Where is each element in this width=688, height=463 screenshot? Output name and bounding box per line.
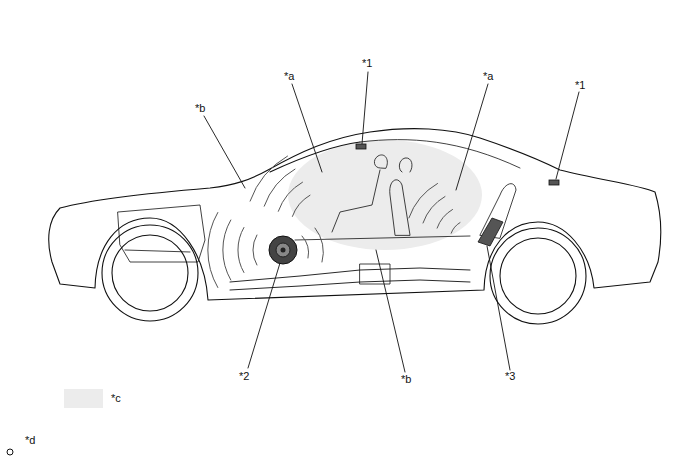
legend-label: *d: [25, 434, 35, 447]
callout-label: *1: [362, 57, 372, 70]
callout-label: *2: [239, 370, 249, 383]
callout-label: *1: [575, 79, 585, 92]
microphone: [549, 180, 559, 185]
front-wheel: [102, 225, 198, 321]
leader-lines: [204, 72, 579, 372]
car-body: [49, 129, 661, 300]
callout-label: *a: [483, 70, 493, 83]
speaker: [269, 236, 297, 264]
subwoofer: [478, 218, 503, 246]
rear-wheel: [490, 228, 586, 324]
callout-label: *a: [284, 70, 294, 83]
sound-waves: [208, 156, 460, 287]
legend-label: *c: [111, 392, 121, 405]
legend-swatch: [64, 389, 103, 408]
callout-label: *b: [195, 102, 205, 115]
legend-symbol: [7, 449, 13, 455]
microphone: [356, 144, 366, 149]
callout-label: *3: [505, 370, 515, 383]
callout-label: *b: [401, 373, 411, 386]
